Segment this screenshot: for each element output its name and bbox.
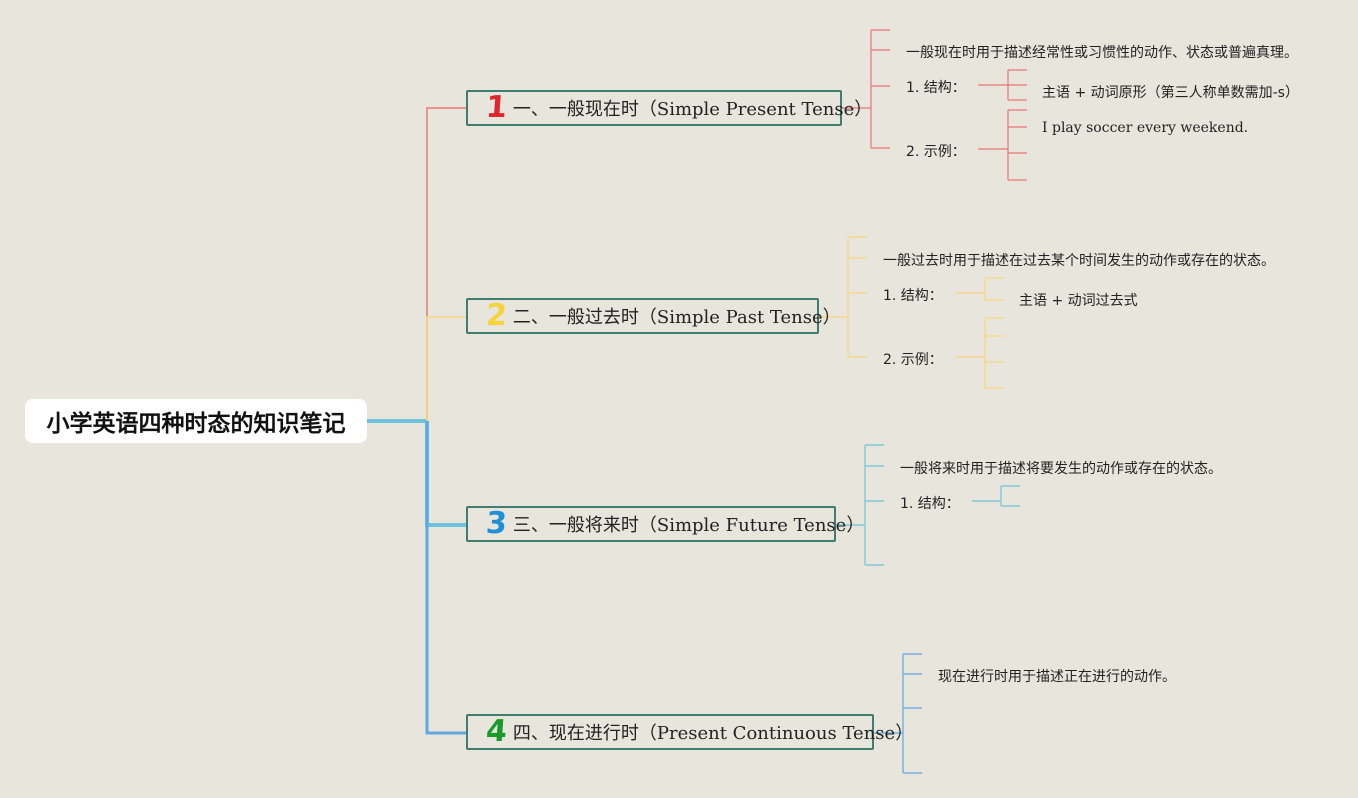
number-badge-2: 2: [484, 298, 509, 333]
branch-topic-present-continuous[interactable]: 4 四、现在进行时（Present Continuous Tense）: [466, 714, 913, 750]
subtopic-description[interactable]: 一般过去时用于描述在过去某个时间发生的动作或存在的状态。: [883, 253, 1275, 269]
number-badge-1: 1: [484, 90, 509, 125]
example-value[interactable]: I play soccer every weekend.: [1042, 120, 1249, 136]
branch-title: 四、现在进行时（Present Continuous Tense）: [512, 723, 914, 744]
branch-topic-simple-past[interactable]: 2 二、一般过去时（Simple Past Tense）: [466, 298, 841, 334]
subtopic-example-label[interactable]: 2. 示例：: [883, 352, 943, 368]
subtopic-structure-label[interactable]: 1. 结构：: [883, 288, 943, 304]
branch-title: 三、一般将来时（Simple Future Tense）: [512, 515, 865, 536]
subtopic-description[interactable]: 现在进行时用于描述正在进行的动作。: [938, 669, 1176, 685]
subtopic-description[interactable]: 一般将来时用于描述将要发生的动作或存在的状态。: [900, 461, 1222, 477]
branch-title: 一、一般现在时（Simple Present Tense）: [512, 99, 873, 120]
branch-title: 二、一般过去时（Simple Past Tense）: [512, 307, 841, 328]
structure-value[interactable]: 主语 + 动词原形（第三人称单数需加-s）: [1042, 85, 1299, 101]
subtopic-structure-label[interactable]: 1. 结构：: [906, 80, 966, 96]
subtopic-structure-label[interactable]: 1. 结构：: [900, 496, 960, 512]
branch-topic-simple-present[interactable]: 1 一、一般现在时（Simple Present Tense）: [466, 90, 872, 126]
root-title: 小学英语四种时态的知识笔记: [46, 411, 346, 437]
subtopic-example-label[interactable]: 2. 示例：: [906, 144, 966, 160]
root-topic[interactable]: 小学英语四种时态的知识笔记: [25, 399, 367, 443]
structure-value[interactable]: 主语 + 动词过去式: [1019, 293, 1138, 309]
subtopic-description[interactable]: 一般现在时用于描述经常性或习惯性的动作、状态或普遍真理。: [906, 45, 1298, 61]
number-badge-4: 4: [484, 714, 509, 749]
branch-topic-simple-future[interactable]: 3 三、一般将来时（Simple Future Tense）: [466, 506, 864, 542]
number-badge-3: 3: [484, 506, 509, 541]
